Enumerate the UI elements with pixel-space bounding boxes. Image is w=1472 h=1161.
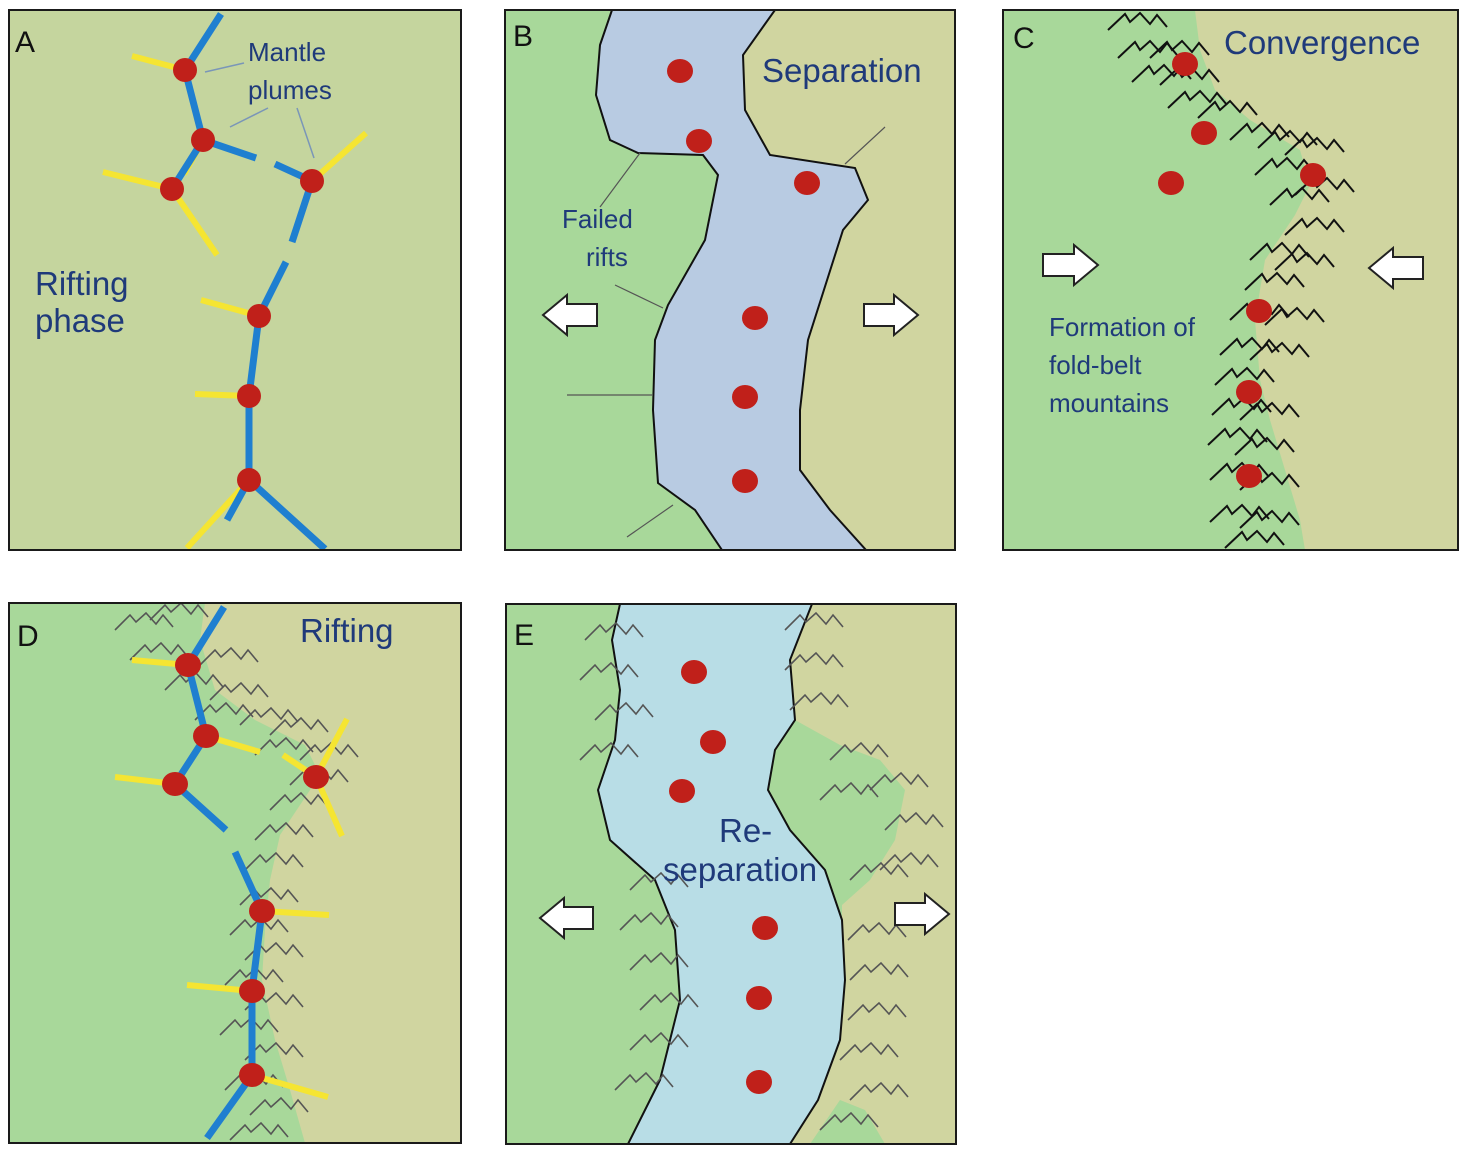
panel-c-letter: C xyxy=(1013,22,1035,55)
red-dot-icon xyxy=(742,306,768,330)
panel-d-letter: D xyxy=(17,620,39,653)
panel-e: E Re- separation xyxy=(505,603,957,1145)
mantle-plumes xyxy=(1158,52,1326,488)
red-dot-icon xyxy=(237,468,261,492)
ocean-basin xyxy=(596,604,847,1144)
left-continent xyxy=(1003,10,1310,550)
panel-c-frame xyxy=(1002,9,1459,551)
panel-a-letter: A xyxy=(15,26,35,59)
red-dot-icon xyxy=(732,385,758,409)
plume-label-line2: plumes xyxy=(248,75,332,105)
left-continent xyxy=(9,603,320,1143)
panel-b-title: Separation xyxy=(762,52,922,89)
red-dot-icon xyxy=(1236,380,1262,404)
red-dot-icon xyxy=(686,129,712,153)
fold-belt-label-line3: mountains xyxy=(1049,388,1169,418)
red-dot-icon xyxy=(247,304,271,328)
panel-e-frame xyxy=(505,603,957,1145)
outward-arrow-icon xyxy=(863,292,920,338)
red-dot-icon xyxy=(239,979,265,1003)
red-dot-icon xyxy=(732,469,758,493)
red-dot-icon xyxy=(1246,299,1272,323)
red-dot-icon xyxy=(667,59,693,83)
panel-d: D Rifting xyxy=(8,602,462,1144)
red-dot-icon xyxy=(746,1070,772,1094)
panel-b-frame xyxy=(504,9,956,551)
panel-d-title: Rifting xyxy=(300,612,394,649)
panel-e-title-line1: Re- xyxy=(719,812,772,849)
red-dot-icon xyxy=(1191,121,1217,145)
red-dot-icon xyxy=(173,58,197,82)
red-dot-icon xyxy=(700,730,726,754)
plume-label-line1: Mantle xyxy=(248,37,326,67)
mantle-plumes xyxy=(667,59,820,493)
failed-rift-leaders xyxy=(567,126,886,538)
red-dot-icon xyxy=(681,660,707,684)
inward-arrow-icon xyxy=(1367,245,1424,291)
red-dot-icon xyxy=(300,169,324,193)
panel-a-background xyxy=(9,10,461,550)
red-dot-icon xyxy=(193,724,219,748)
plume-label-leaders xyxy=(204,62,315,159)
red-dot-icon xyxy=(175,653,201,677)
red-dot-icon xyxy=(1236,464,1262,488)
fold-belt-label-line1: Formation of xyxy=(1049,312,1196,342)
failed-rifts-label-line1: Failed xyxy=(562,204,633,234)
panel-a-frame xyxy=(8,9,462,551)
red-dot-icon xyxy=(237,384,261,408)
red-dot-icon xyxy=(1158,171,1184,195)
red-dot-icon xyxy=(794,171,820,195)
panel-e-title-line2: separation xyxy=(663,851,817,888)
outward-arrow-icon xyxy=(894,891,951,937)
panel-c-title: Convergence xyxy=(1224,24,1420,61)
red-dot-icon xyxy=(669,779,695,803)
right-continent xyxy=(743,10,955,550)
fold-belt-label-line2: fold-belt xyxy=(1049,350,1142,380)
red-dot-icon xyxy=(249,899,275,923)
red-dot-icon xyxy=(1172,52,1198,76)
red-dot-icon xyxy=(160,177,184,201)
panel-a-title-line2: phase xyxy=(35,302,125,339)
panel-b-letter: B xyxy=(513,20,533,53)
panel-b: B Separation Failed rifts xyxy=(504,9,956,551)
red-dot-icon xyxy=(162,772,188,796)
inward-arrow-icon xyxy=(1042,242,1100,288)
ocean-basin xyxy=(594,10,870,550)
panel-d-frame xyxy=(8,602,462,1144)
panel-e-letter: E xyxy=(514,619,534,652)
mantle-plumes xyxy=(669,660,778,1094)
mantle-plumes xyxy=(162,653,329,1087)
panel-a-title-line1: Rifting xyxy=(35,265,129,302)
red-dot-icon xyxy=(303,765,329,789)
red-dot-icon xyxy=(191,128,215,152)
accreted-terrane xyxy=(768,720,905,920)
panel-c: C Convergence Formation of fold-belt mou… xyxy=(1002,9,1459,551)
red-dot-icon xyxy=(752,916,778,940)
accreted-terrane xyxy=(810,1100,885,1144)
red-dot-icon xyxy=(239,1063,265,1087)
red-dot-icon xyxy=(746,986,772,1010)
mantle-plumes xyxy=(160,58,324,492)
panel-a: A Mantle plumes Rifting phase xyxy=(8,9,462,551)
outward-arrow-icon xyxy=(538,895,594,941)
red-dot-icon xyxy=(1300,163,1326,187)
failed-rifts-label-line2: rifts xyxy=(586,242,628,272)
outward-arrow-icon xyxy=(541,292,598,338)
